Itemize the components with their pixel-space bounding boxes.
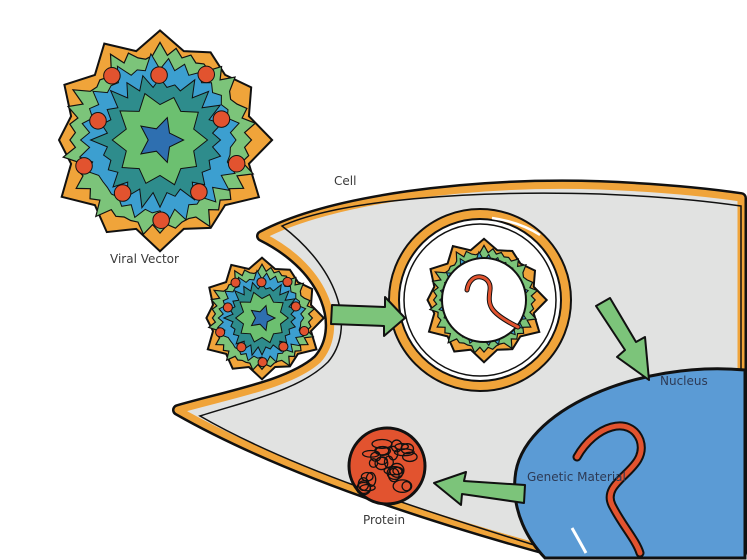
arrow-shape bbox=[595, 297, 650, 381]
capsid-protein-blob bbox=[282, 276, 293, 287]
capsid-protein-blob bbox=[103, 66, 121, 85]
protein-coil bbox=[365, 471, 377, 488]
label-viral-vector: Viral Vector bbox=[110, 252, 179, 266]
protein-coil bbox=[359, 483, 376, 492]
endosome-vesicle-inner-line bbox=[403, 223, 557, 377]
capsid-protein-blob bbox=[222, 302, 233, 313]
viral-vector-large bbox=[57, 29, 274, 253]
viral-genome-strand-fill bbox=[465, 275, 520, 329]
capsid-protein-blob bbox=[227, 154, 246, 173]
label-cell: Cell bbox=[334, 174, 356, 188]
vesicle-highlight bbox=[491, 216, 541, 237]
protein-coil bbox=[394, 442, 409, 451]
protein-coil bbox=[383, 455, 394, 469]
label-genetic-material: Genetic Material bbox=[527, 470, 626, 484]
uncoated-interior bbox=[441, 257, 527, 343]
protein-coil bbox=[401, 480, 412, 492]
capsid-protein-blob bbox=[290, 301, 301, 312]
capsid-protein-blob bbox=[236, 342, 247, 353]
capsid-center bbox=[139, 116, 185, 164]
capsid-protein-blob bbox=[278, 341, 289, 352]
label-protein: Protein bbox=[363, 513, 405, 527]
capsid-protein-blob bbox=[75, 157, 93, 175]
capsid-protein-blob bbox=[257, 357, 268, 368]
protein-coil bbox=[361, 449, 381, 458]
capsid-protein-blob bbox=[299, 326, 310, 337]
label-nucleus: Nucleus bbox=[660, 374, 708, 388]
protein-coil bbox=[392, 479, 413, 493]
genetic-material-strand-fill bbox=[574, 423, 644, 556]
protein-coil bbox=[368, 458, 379, 468]
capsid-protein-blob bbox=[197, 65, 216, 84]
capsid-protein-blob bbox=[150, 66, 168, 84]
arrow-vesicle-to-nucleus bbox=[595, 297, 650, 381]
capsid-protein-blob bbox=[215, 327, 226, 338]
cell-membrane-inner-line bbox=[198, 192, 742, 554]
protein-blob bbox=[347, 426, 427, 506]
protein-coil bbox=[360, 471, 374, 482]
protein-coil bbox=[386, 466, 404, 481]
capsid-protein-blob bbox=[230, 277, 241, 288]
capsid-protein-blob bbox=[89, 112, 107, 130]
viral-vector-entering bbox=[205, 256, 326, 381]
capsid-protein-blob bbox=[190, 183, 208, 201]
protein-coil bbox=[356, 481, 372, 496]
capsid-protein-blob bbox=[152, 211, 170, 229]
arrow-shape bbox=[433, 471, 526, 506]
endosome-vesicle-ring bbox=[390, 210, 570, 390]
protein-coil bbox=[390, 439, 403, 453]
capsid-protein-blob bbox=[113, 184, 132, 202]
capsid-center bbox=[250, 304, 277, 332]
protein-coil bbox=[387, 467, 400, 483]
protein-coil bbox=[401, 451, 418, 463]
arrow-shape bbox=[330, 296, 406, 337]
nucleus-highlight bbox=[570, 527, 588, 554]
capsid-protein-blob bbox=[212, 110, 231, 128]
arrow-entry-to-vesicle bbox=[330, 296, 406, 337]
arrow-nucleus-to-protein bbox=[433, 471, 526, 506]
capsid-protein-blob bbox=[256, 277, 267, 288]
